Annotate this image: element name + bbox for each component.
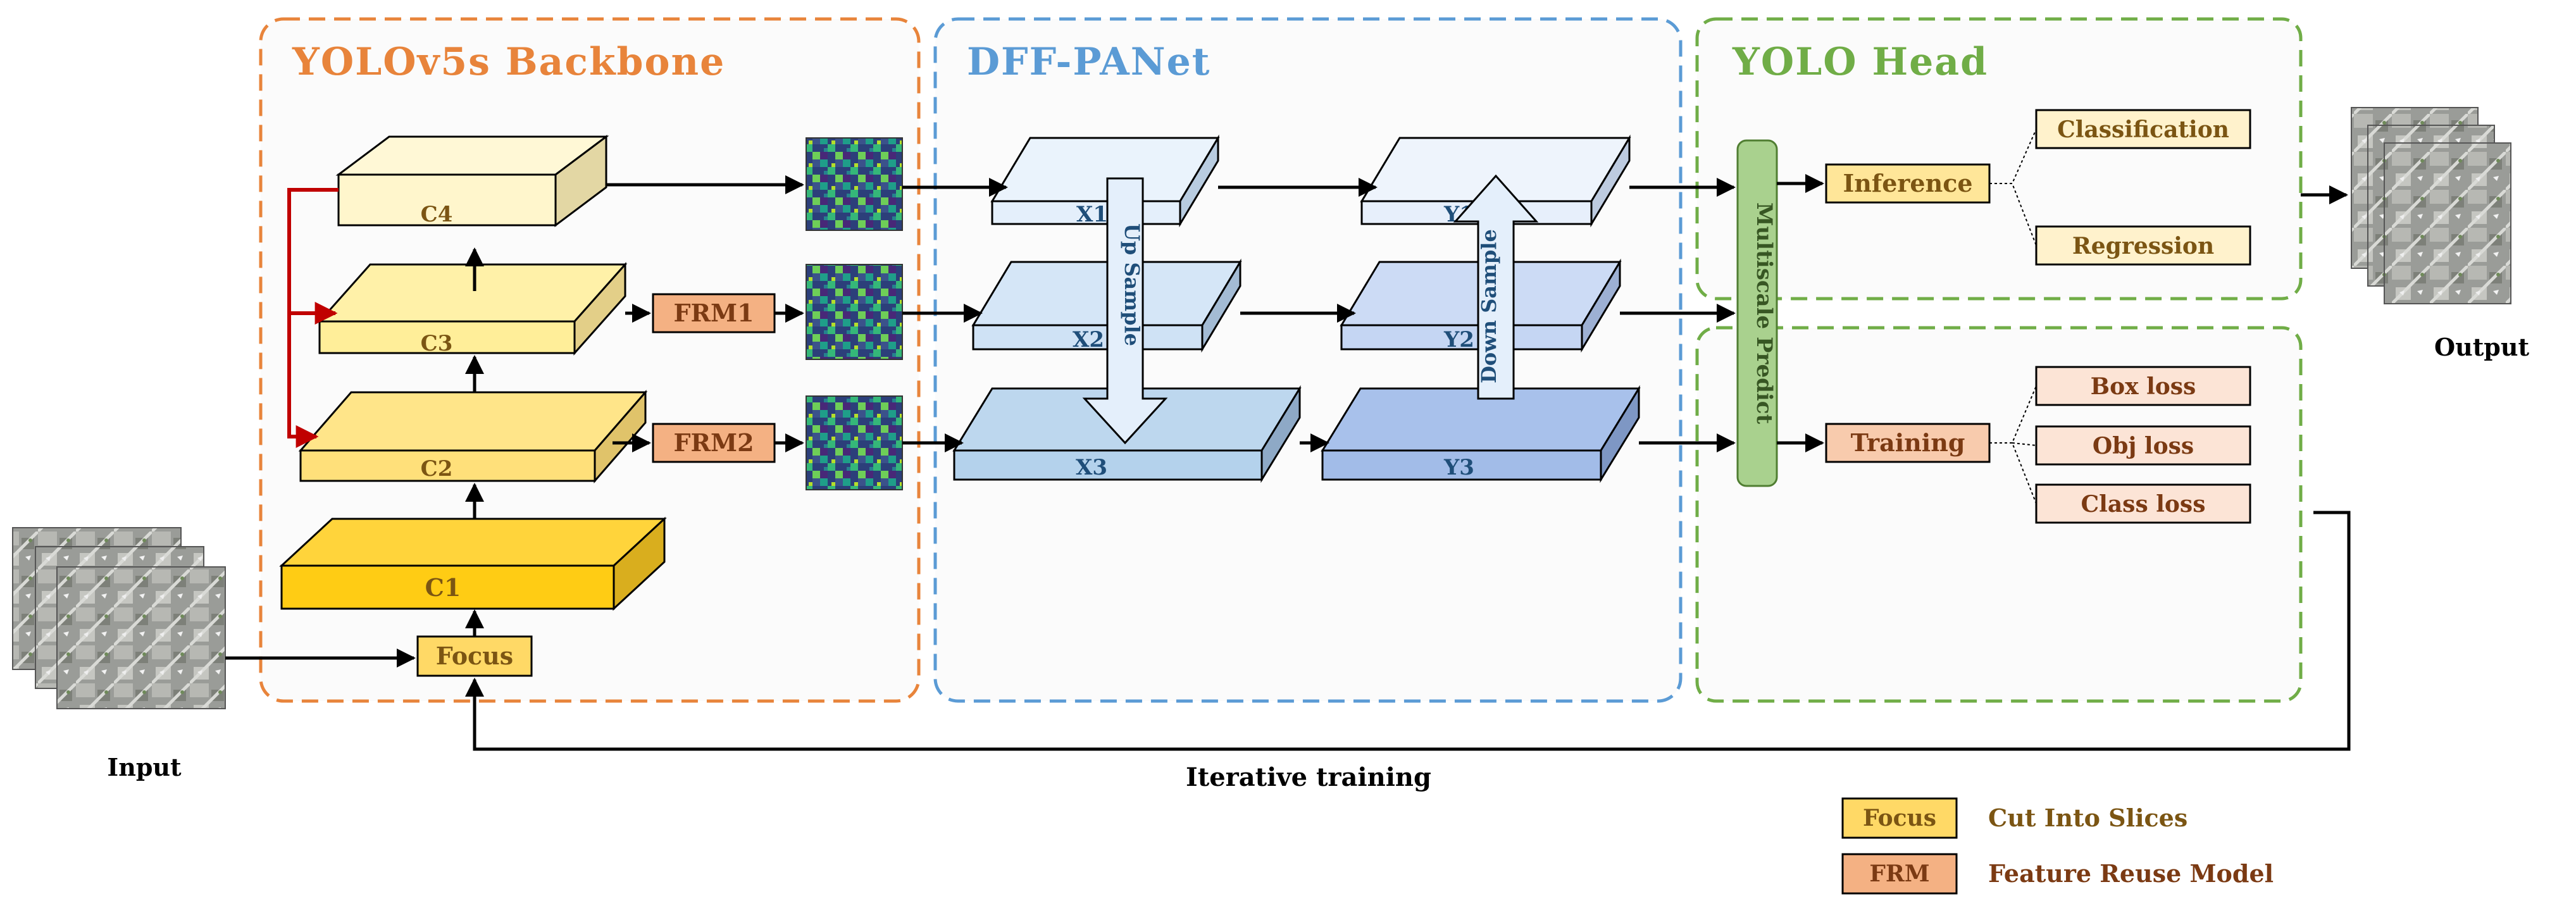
x3-label: X3 [1076,455,1107,480]
c1-label: C1 [425,573,461,602]
obj-loss-box: Obj loss [2035,425,2251,466]
head-title: YOLO Head [1732,40,1988,84]
legend-focus-swatch [1841,797,1958,839]
frm1-box: FRM1 [652,293,776,333]
focus-label: Focus [436,642,513,670]
training-label: Training [1851,428,1965,457]
head-arrows [1777,174,1824,452]
head-fan-lines [1989,128,2037,504]
neck-arrows [902,178,1736,452]
c3-block: C3 [317,262,628,356]
class-loss-label: Class loss [2081,491,2206,518]
feature-map-3 [806,395,903,490]
legend-focus-key: Focus [1863,805,1936,831]
c3-label: C3 [421,331,453,356]
frm2-box: FRM2 [652,423,776,463]
output-image-stack: Output [2351,107,2529,361]
input-label: Input [107,753,182,781]
down-sample-arrow: Down Sample [1453,174,1539,400]
c2-block: C2 [298,389,648,484]
backbone-title: YOLOv5s Backbone [292,40,725,84]
iterative-training-loop [465,511,2351,751]
legend-focus-desc: Cut Into Slices [1988,804,2187,832]
down-sample-label: Down Sample [1477,229,1501,383]
output-label: Output [2434,333,2529,361]
c4-label: C4 [421,202,453,227]
backbone-horizontal-arrows [606,175,804,452]
regression-box: Regression [2035,225,2251,266]
legend-frm-swatch [1841,853,1958,895]
legend-frm-desc: Feature Reuse Model [1988,859,2274,888]
feature-map-2 [806,264,903,360]
multiscale-label: Multiscale Predict [1752,202,1777,425]
c2-label: C2 [421,456,453,482]
y2-label: Y2 [1443,327,1474,352]
classification-label: Classification [2057,116,2229,143]
up-sample-label: Up Sample [1120,223,1144,346]
obj-loss-label: Obj loss [2093,433,2194,459]
classification-box: Classification [2035,109,2251,149]
inference-label: Inference [1843,169,1972,197]
x1-label: X1 [1076,202,1108,227]
y3-label: Y3 [1443,455,1474,480]
multiscale-predict: Multiscale Predict [1736,139,1778,487]
up-sample-arrow: Up Sample [1082,177,1168,445]
training-box: Training [1825,423,1991,463]
box-loss-label: Box loss [2091,373,2196,400]
c4-block: C4 [335,135,609,227]
legend: Focus Cut Into Slices FRM Feature Reuse … [1841,797,2274,895]
y3-block: Y3 [1321,385,1641,483]
x1-block: X1 [990,134,1220,228]
x2-label: X2 [1073,327,1104,352]
frm2-label: FRM2 [673,428,754,457]
x3-block: X3 [952,385,1302,483]
class-loss-box: Class loss [2035,483,2251,524]
head-section: YOLO Head [1695,17,2303,703]
red-skip-connections [287,188,339,448]
box-loss-box: Box loss [2035,366,2251,406]
focus-box: Focus [416,635,533,677]
legend-frm-key: FRM [1869,861,1929,887]
input-image-stack: Input [12,527,226,781]
c1-block: C1 [279,516,667,611]
neck-section: DFF-PANet [933,17,1683,703]
iterative-training-label: Iterative training [1186,762,1431,792]
frm1-label: FRM1 [673,299,754,327]
feature-map-1 [806,137,903,231]
regression-label: Regression [2072,233,2214,259]
neck-title: DFF-PANet [967,40,1210,84]
inference-box: Inference [1825,163,1991,204]
